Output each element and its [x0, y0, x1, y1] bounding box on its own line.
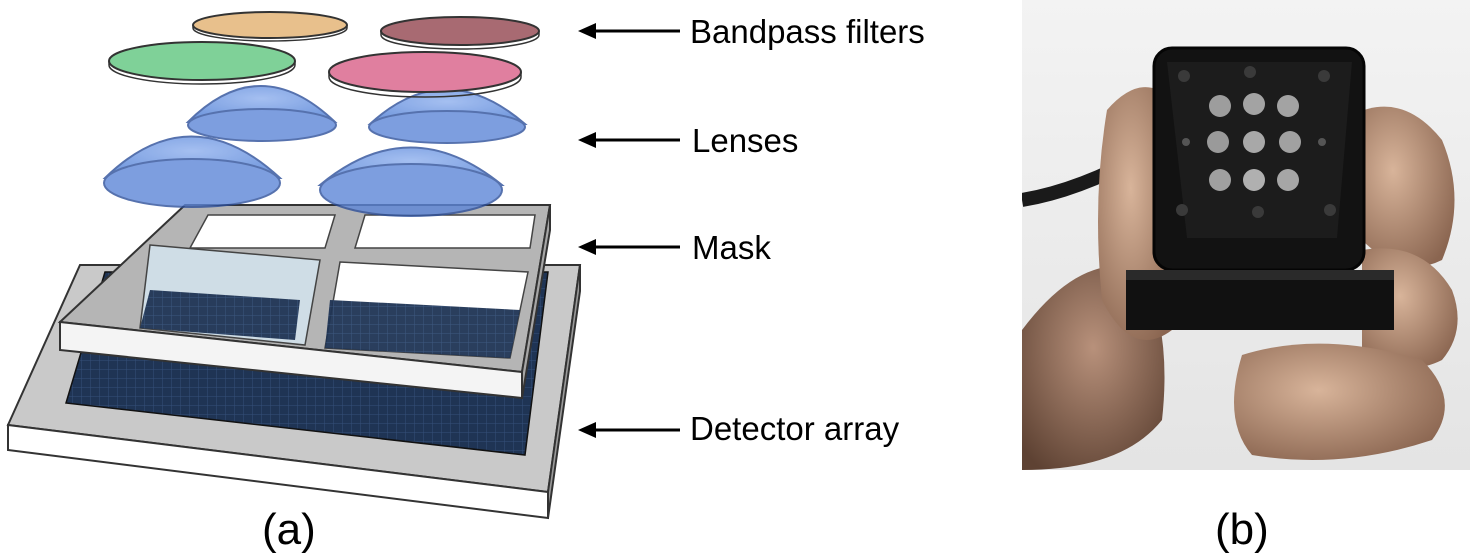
- caption-b: (b): [1215, 505, 1269, 554]
- arrow-left-icon: [578, 239, 680, 255]
- arrow-left-icon: [578, 23, 680, 39]
- caption-a: (a): [262, 505, 316, 554]
- finger-lower: [1234, 343, 1445, 460]
- lens-front-left: [102, 135, 283, 208]
- label-lenses: Lenses: [692, 122, 799, 159]
- lens-back-right: [367, 88, 528, 144]
- label-bandpass-filters: Bandpass filters: [690, 13, 925, 50]
- filter-pink: [328, 51, 522, 98]
- exploded-view-diagram: [6, 11, 680, 520]
- lens-front-right: [317, 146, 505, 217]
- finger-upper: [1352, 106, 1455, 267]
- camera-device: [1126, 46, 1394, 330]
- arrow-left-icon: [578, 422, 680, 438]
- prototype-photo: [1022, 0, 1470, 470]
- filter-brown: [380, 16, 540, 50]
- filter-green: [108, 41, 296, 85]
- filter-orange: [192, 11, 348, 42]
- arrow-left-icon: [578, 132, 680, 148]
- label-mask: Mask: [692, 229, 771, 266]
- lens-back-left: [185, 85, 338, 142]
- label-detector-array: Detector array: [690, 410, 900, 447]
